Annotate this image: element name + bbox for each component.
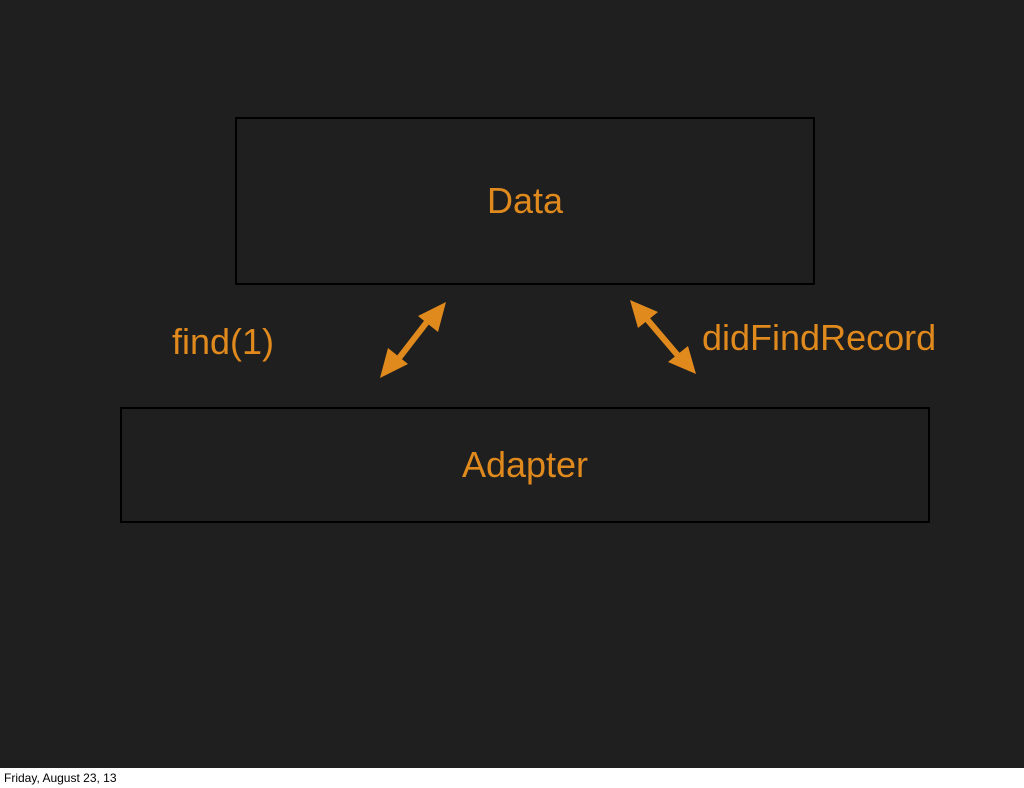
right-double-arrow-icon bbox=[630, 300, 696, 374]
slide: Data Adapter find(1) didFindRecord bbox=[0, 0, 1024, 768]
arrows-layer bbox=[380, 300, 696, 378]
find-label: find(1) bbox=[172, 321, 275, 362]
adapter-box: Adapter bbox=[120, 407, 930, 523]
did-find-record-label: didFindRecord bbox=[702, 317, 937, 358]
footer-bar: Friday, August 23, 13 bbox=[0, 768, 1024, 788]
data-box-label: Data bbox=[486, 180, 564, 221]
adapter-box-label: Adapter bbox=[461, 444, 589, 485]
left-double-arrow-icon bbox=[380, 302, 446, 378]
footer-date: Friday, August 23, 13 bbox=[4, 771, 117, 785]
data-box: Data bbox=[235, 117, 815, 285]
